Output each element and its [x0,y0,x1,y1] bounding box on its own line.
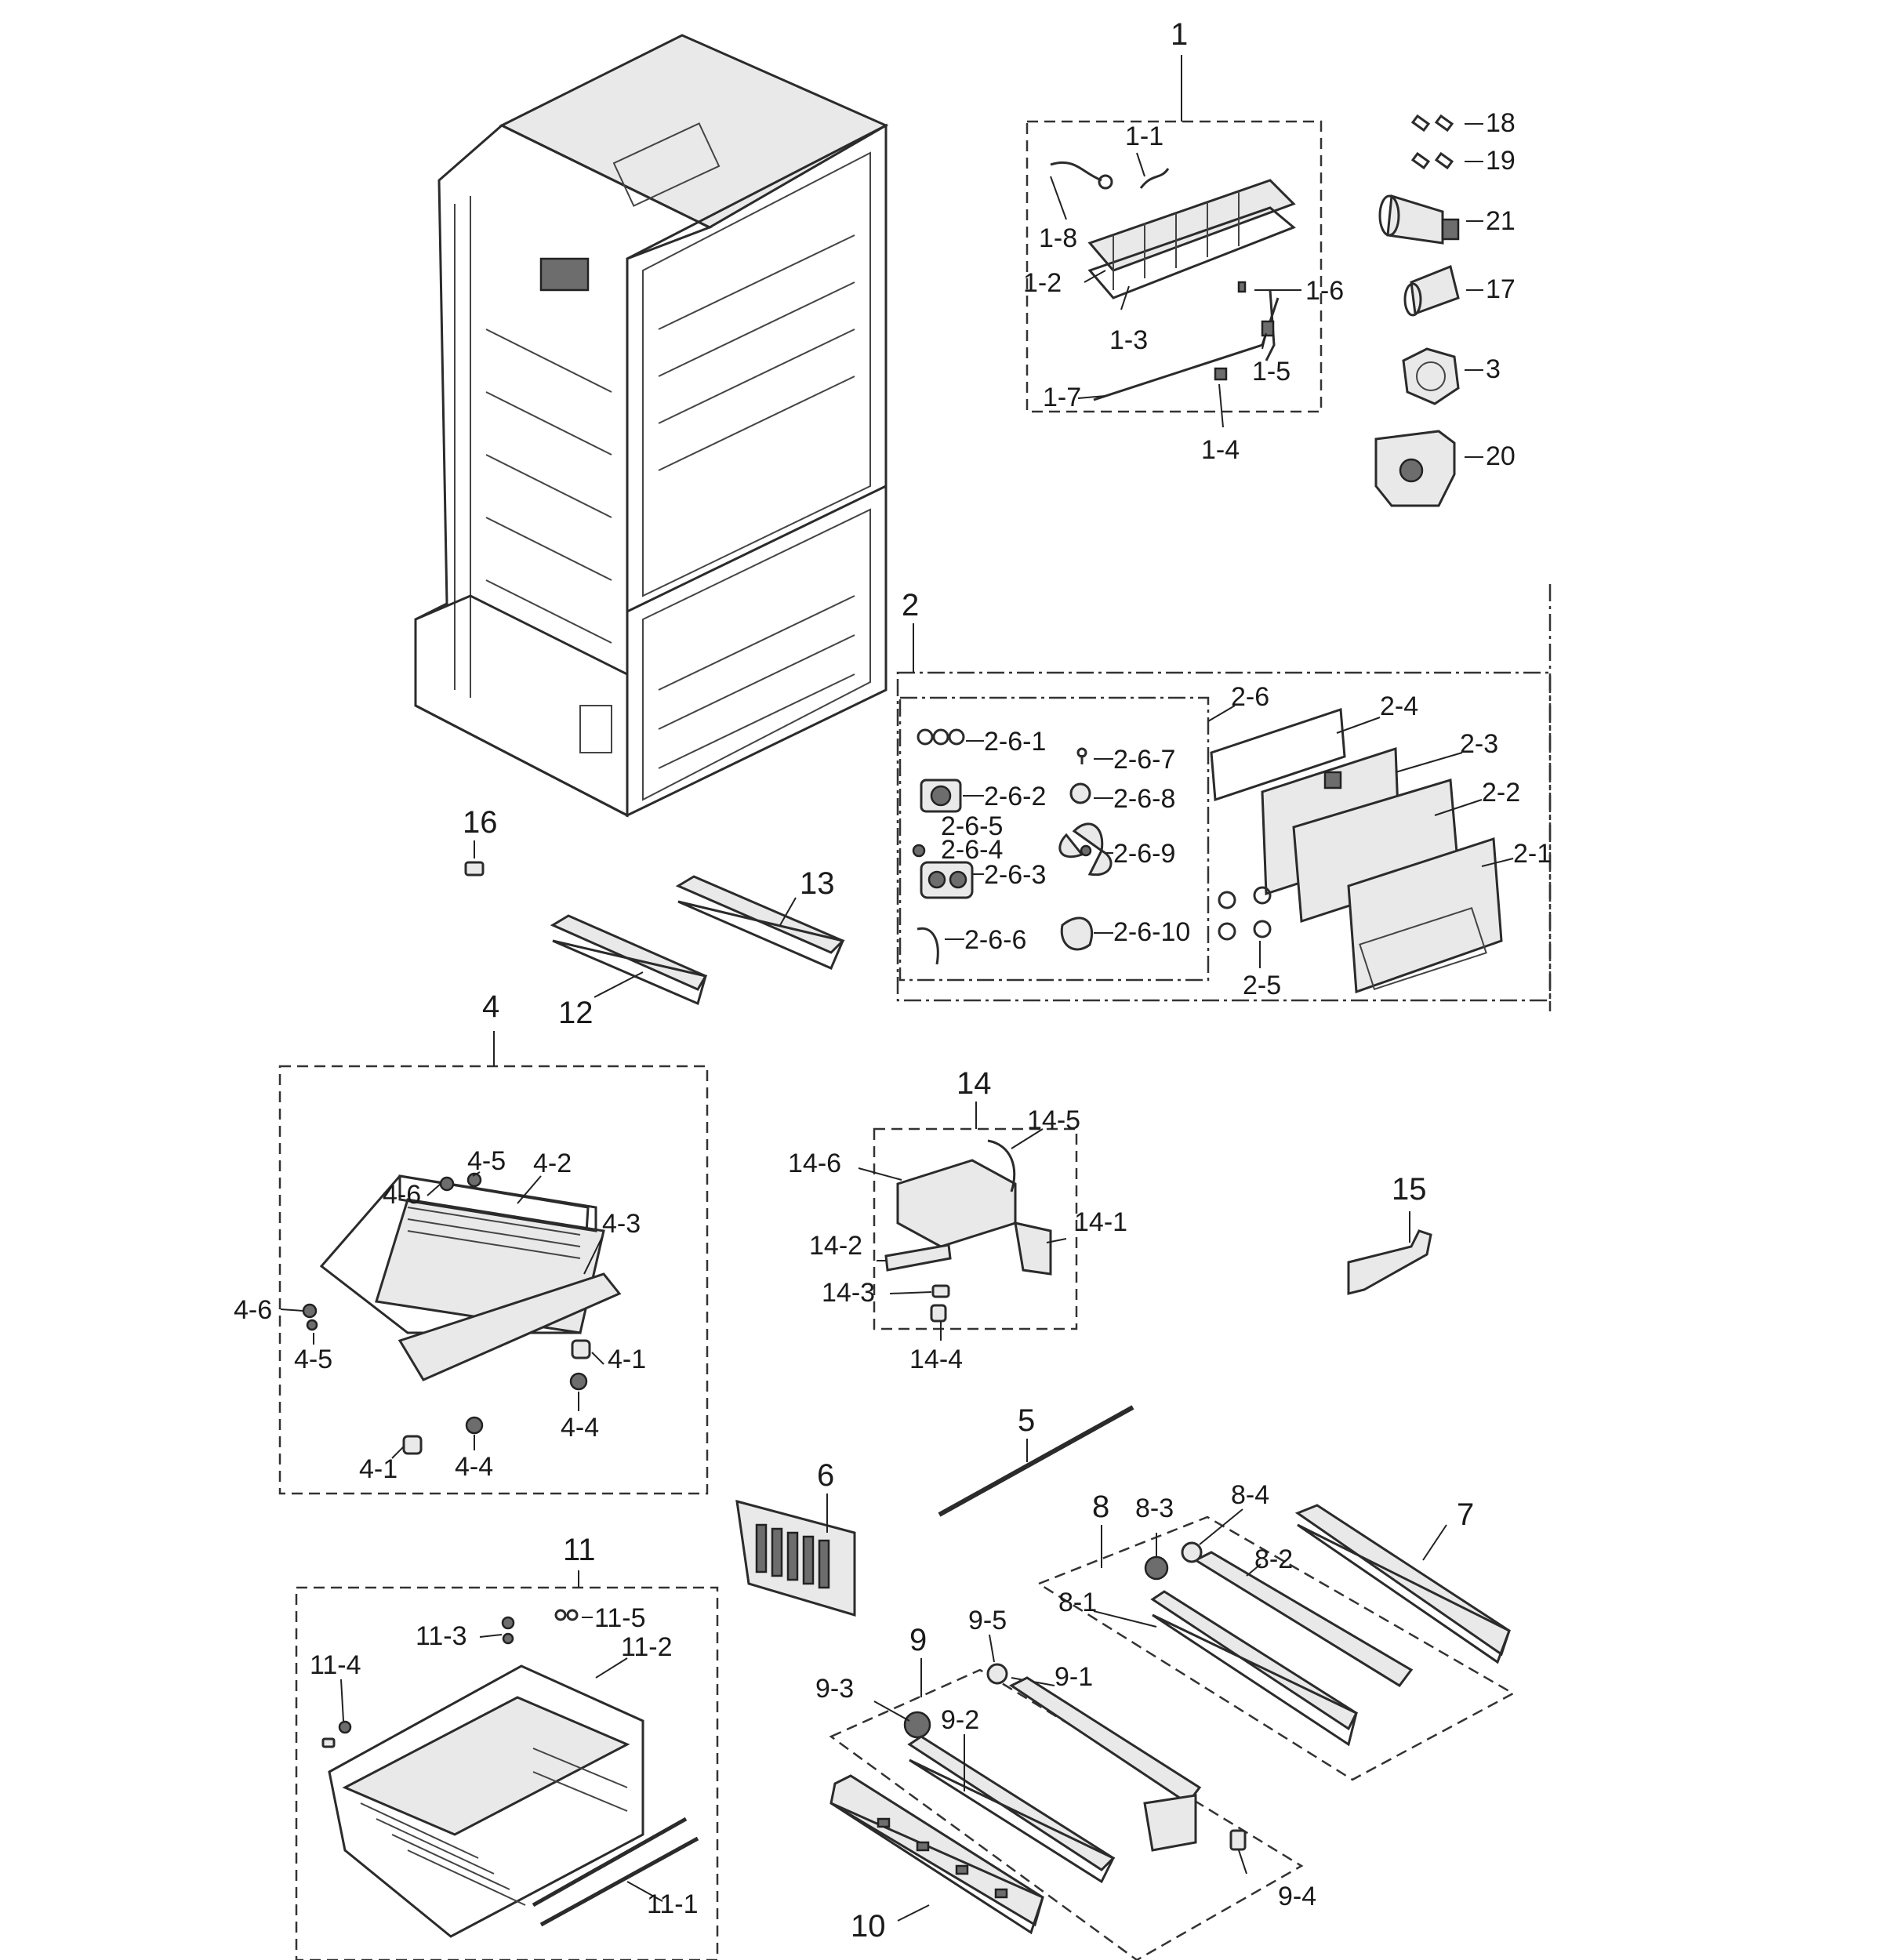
callout-2-6-8: 2-6-8 [1113,784,1175,814]
callout-14-1: 14-1 [1074,1207,1127,1237]
callout-8-4: 8-4 [1231,1480,1269,1510]
callout-18: 18 [1486,108,1516,138]
callout-4-4-right: 4-4 [561,1413,599,1443]
callout-2-3: 2-3 [1460,729,1498,759]
callout-21: 21 [1486,206,1516,236]
callout-14-2: 14-2 [809,1231,862,1261]
part-6-basket [735,1494,856,1617]
callout-1-1: 1-1 [1125,122,1163,151]
callout-14: 14 [957,1066,992,1101]
callout-1-7: 1-7 [1043,383,1081,412]
part-5-rod [938,1405,1134,1517]
callout-4: 4 [482,989,499,1024]
callout-4-6-top: 4-6 [383,1180,421,1210]
callout-4-3: 4-3 [602,1209,641,1239]
refrigerator-cabinet [414,34,889,818]
callout-9-3: 9-3 [815,1674,854,1704]
callout-2-6: 2-6 [1231,682,1269,712]
fitting-17 [1403,264,1483,317]
callout-4-5-left: 4-5 [294,1345,332,1374]
callout-8-3: 8-3 [1135,1494,1174,1523]
callout-11: 11 [563,1533,596,1567]
callout-2-6-9: 2-6-9 [1113,839,1175,869]
callout-11-2: 11-2 [621,1632,673,1662]
callout-labels: 1 1-1 1-8 1-2 1-3 1-6 1-5 1-7 1-4 18 19 … [234,17,1552,1944]
callout-2-6-5: 2-6-5 [941,811,1003,841]
callout-2-6-7: 2-6-7 [1113,745,1175,775]
small-parts-16-13-12 [464,840,845,1006]
callout-11-4: 11-4 [310,1650,361,1680]
callout-11-3: 11-3 [416,1621,467,1651]
callout-15: 15 [1392,1172,1427,1207]
callout-2-6-4: 2-6-4 [941,835,1003,865]
callout-2-6-3: 2-6-3 [984,860,1046,890]
callout-17: 17 [1486,274,1516,304]
callout-2-1: 2-1 [1513,839,1552,869]
callout-1-3: 1-3 [1109,325,1148,355]
fittings-parts [1374,114,1483,507]
callout-9-5: 9-5 [968,1606,1007,1635]
valve-21 [1378,194,1483,245]
callout-2-6-6: 2-6-6 [964,925,1026,955]
group-2-evap-cover [896,584,1552,1011]
callout-4-6-left: 4-6 [234,1295,272,1325]
callout-19: 19 [1486,146,1516,176]
callout-8: 8 [1092,1490,1109,1524]
callout-14-6: 14-6 [788,1149,841,1178]
callout-7: 7 [1457,1497,1474,1532]
callout-1-5: 1-5 [1252,357,1290,387]
callout-1-2: 1-2 [1023,268,1062,298]
callout-8-2: 8-2 [1254,1544,1293,1574]
screw-pair-19 [1410,151,1483,170]
group-11-basket [295,1570,719,1960]
callout-4-2: 4-2 [533,1149,572,1178]
callout-9-4: 9-4 [1278,1882,1316,1911]
callout-3: 3 [1486,354,1501,384]
part-10-rail-cover [829,1774,1044,1935]
bracket-20 [1374,430,1483,507]
callout-2-4: 2-4 [1380,691,1418,721]
group-9-rail-assy [829,1634,1304,1960]
callout-2-2: 2-2 [1482,778,1520,808]
callout-1-4: 1-4 [1201,435,1240,465]
callout-14-3: 14-3 [822,1278,875,1308]
callout-2-6-10: 2-6-10 [1113,917,1190,947]
callout-4-1-bottom: 4-1 [359,1454,397,1484]
callout-5: 5 [1018,1403,1035,1438]
callout-14-5: 14-5 [1027,1105,1080,1135]
screw-pair-18 [1410,114,1483,132]
callout-12: 12 [558,996,594,1030]
callout-11-5: 11-5 [594,1603,646,1633]
callout-4-5-top: 4-5 [467,1146,506,1176]
part-15-bracket [1347,1211,1432,1295]
callout-20: 20 [1486,441,1516,471]
callout-6: 6 [817,1458,834,1493]
callout-2-6-2: 2-6-2 [984,782,1046,811]
callout-1-6: 1-6 [1305,276,1344,306]
nut-3 [1402,347,1483,405]
callout-1: 1 [1171,17,1188,52]
group-8-rail-assy [1036,1508,1516,1781]
callout-10: 10 [851,1909,886,1944]
group-14-icemaker [858,1102,1078,1341]
callout-4-1-right: 4-1 [608,1345,646,1374]
callout-8-1: 8-1 [1058,1588,1097,1617]
callout-2-5: 2-5 [1243,971,1281,1000]
callout-16: 16 [463,805,498,840]
callout-9: 9 [909,1623,927,1657]
callout-9-2: 9-2 [941,1705,979,1735]
callout-2: 2 [902,588,919,622]
callout-11-1: 11-1 [647,1889,699,1919]
group-1-evaporator [1025,55,1323,428]
callout-2-6-1: 2-6-1 [984,727,1046,757]
part-7-rail [1294,1504,1511,1664]
callout-4-4-bottom: 4-4 [455,1452,493,1482]
callout-1-8: 1-8 [1039,223,1077,253]
callout-13: 13 [800,866,835,901]
callout-9-1: 9-1 [1055,1662,1093,1692]
group-4-drawer [278,1031,709,1495]
callout-14-4: 14-4 [909,1345,963,1374]
